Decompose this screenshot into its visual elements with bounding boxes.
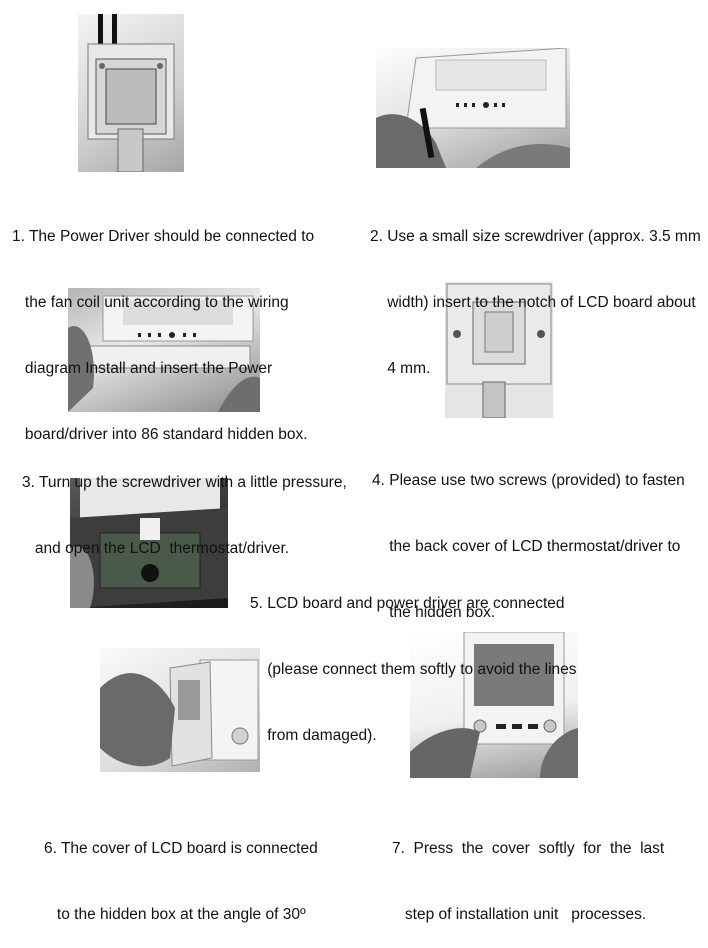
step-2-line-3: 4 mm.: [370, 360, 431, 377]
step-1-line-2: the fan coil unit according to the wirin…: [12, 294, 289, 311]
step-1-photo: [78, 14, 184, 172]
step-4-line-3: the hidden box.: [372, 604, 496, 621]
step-5-line-2: (please connect them softly to avoid the…: [250, 661, 577, 678]
step-6-caption: 6. The cover of LCD board is connected t…: [44, 794, 318, 948]
step-1-line-4: board/driver into 86 standard hidden box…: [12, 426, 308, 443]
step-1-line-3: diagram Install and insert the Power: [12, 360, 273, 377]
step-4-line-2: the back cover of LCD thermostat/driver …: [372, 538, 681, 555]
step-6-line-2: to the hidden box at the angle of 30º: [44, 906, 306, 923]
step-2-line-1: 2. Use a small size screwdriver (approx.…: [370, 228, 701, 245]
step-6-line-1: 6. The cover of LCD board is connected: [44, 840, 318, 857]
step-2-photo: [376, 48, 570, 168]
step-3-line-2: and open the LCD thermostat/driver.: [22, 540, 290, 557]
step-7-photo: [410, 632, 578, 778]
step-3-photo: [68, 288, 260, 412]
step-4-line-1: 4. Please use two screws (provided) to f…: [372, 472, 685, 489]
step-5-caption: 5. LCD board and power driver are connec…: [250, 549, 577, 769]
step-4-caption: 4. Please use two screws (provided) to f…: [372, 426, 685, 646]
step-5-line-3: from damaged).: [250, 727, 377, 744]
step-7-caption: 7. Press the cover softly for the last s…: [392, 794, 664, 948]
step-7-line-2: step of installation unit processes.: [392, 906, 647, 923]
step-1-caption: 1. The Power Driver should be connected …: [12, 182, 314, 468]
step-5-line-1: 5. LCD board and power driver are connec…: [250, 595, 565, 612]
step-1-line-1: 1. The Power Driver should be connected …: [12, 228, 315, 245]
step-3-line-1: 3. Turn up the screwdriver with a little…: [22, 474, 347, 491]
step-7-line-1: 7. Press the cover softly for the last: [392, 840, 665, 857]
step-3-caption: 3. Turn up the screwdriver with a little…: [22, 428, 347, 582]
step-4-photo: [445, 282, 553, 418]
step-2-caption: 2. Use a small size screwdriver (approx.…: [370, 182, 701, 402]
step-2-line-2: width) insert to the notch of LCD board …: [370, 294, 696, 311]
step-6-photo: [100, 648, 260, 772]
step-5-photo: [70, 478, 228, 608]
